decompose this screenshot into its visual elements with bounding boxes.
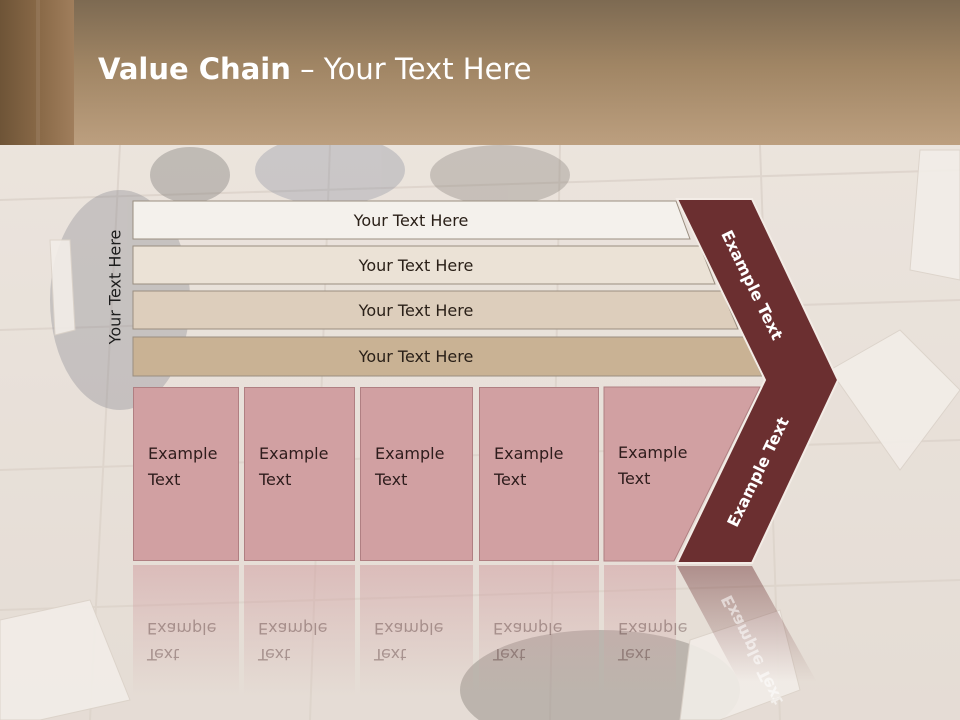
- primary-box-2-reflection-text: Text Example: [258, 615, 358, 667]
- primary-box-3-line2: Text: [375, 470, 408, 489]
- support-row-2-label: Your Text Here: [358, 255, 474, 275]
- support-row-3-label: Your Text Here: [358, 300, 474, 320]
- primary-box-3-reflection-line1: Example: [374, 619, 444, 638]
- primary-box-1-line1: Example: [148, 444, 218, 463]
- primary-box-1-reflection-text: Text Example: [147, 615, 247, 667]
- primary-box-2-line1: Example: [259, 444, 329, 463]
- primary-box-5-reflection-line2: Text: [618, 645, 651, 664]
- header-accent-block: [0, 0, 74, 145]
- primary-box-5-reflection: Text Example: [604, 565, 687, 720]
- slide-title-bold: Value Chain: [98, 52, 291, 86]
- primary-box-4-reflection-line2: Text: [493, 645, 526, 664]
- slide-title[interactable]: Value Chain – Your Text Here: [98, 52, 532, 86]
- primary-box-4-line1: Example: [494, 444, 564, 463]
- support-row-2: Your Text Here: [133, 246, 699, 284]
- primary-box-4-reflection-text: Text Example: [493, 615, 593, 667]
- primary-box-5-line2: Text: [618, 469, 651, 488]
- primary-box-3-line1: Example: [375, 444, 445, 463]
- primary-box-2-line2: Text: [259, 470, 292, 489]
- primary-box-1-reflection-line1: Example: [147, 619, 217, 638]
- primary-box-4-reflection-line1: Example: [493, 619, 563, 638]
- primary-box-2-reflection-line2: Text: [258, 645, 291, 664]
- support-row-3: Your Text Here: [133, 291, 699, 329]
- primary-box-1-reflection-line2: Text: [147, 645, 180, 664]
- side-label-text: Your Text Here: [105, 229, 125, 345]
- primary-box-5-reflection-text: Text Example: [618, 615, 718, 667]
- primary-box-3-reflection-line2: Text: [374, 645, 407, 664]
- primary-box-1-line2: Text: [148, 470, 181, 489]
- primary-box-5-line1: Example: [618, 443, 688, 462]
- primary-box-1-reflection: Text Example: [133, 565, 239, 720]
- title-bar: Value Chain – Your Text Here: [0, 0, 960, 145]
- primary-box-4-line2: Text: [494, 470, 527, 489]
- primary-box-2-reflection: Text Example: [244, 565, 355, 720]
- support-row-1: Your Text Here: [133, 201, 689, 239]
- primary-box-4-reflection: Text Example: [479, 565, 599, 720]
- support-row-1-label: Your Text Here: [353, 210, 469, 230]
- primary-box-3-reflection-text: Text Example: [374, 615, 474, 667]
- primary-box-3-reflection: Text Example: [360, 565, 473, 720]
- slide-title-rest: – Your Text Here: [290, 52, 532, 86]
- primary-box-5-reflection-line1: Example: [618, 619, 688, 638]
- primary-box-2-reflection-line1: Example: [258, 619, 328, 638]
- support-row-4: Your Text Here: [133, 337, 699, 375]
- header-accent-stripe: [36, 0, 40, 145]
- support-row-4-label: Your Text Here: [358, 346, 474, 366]
